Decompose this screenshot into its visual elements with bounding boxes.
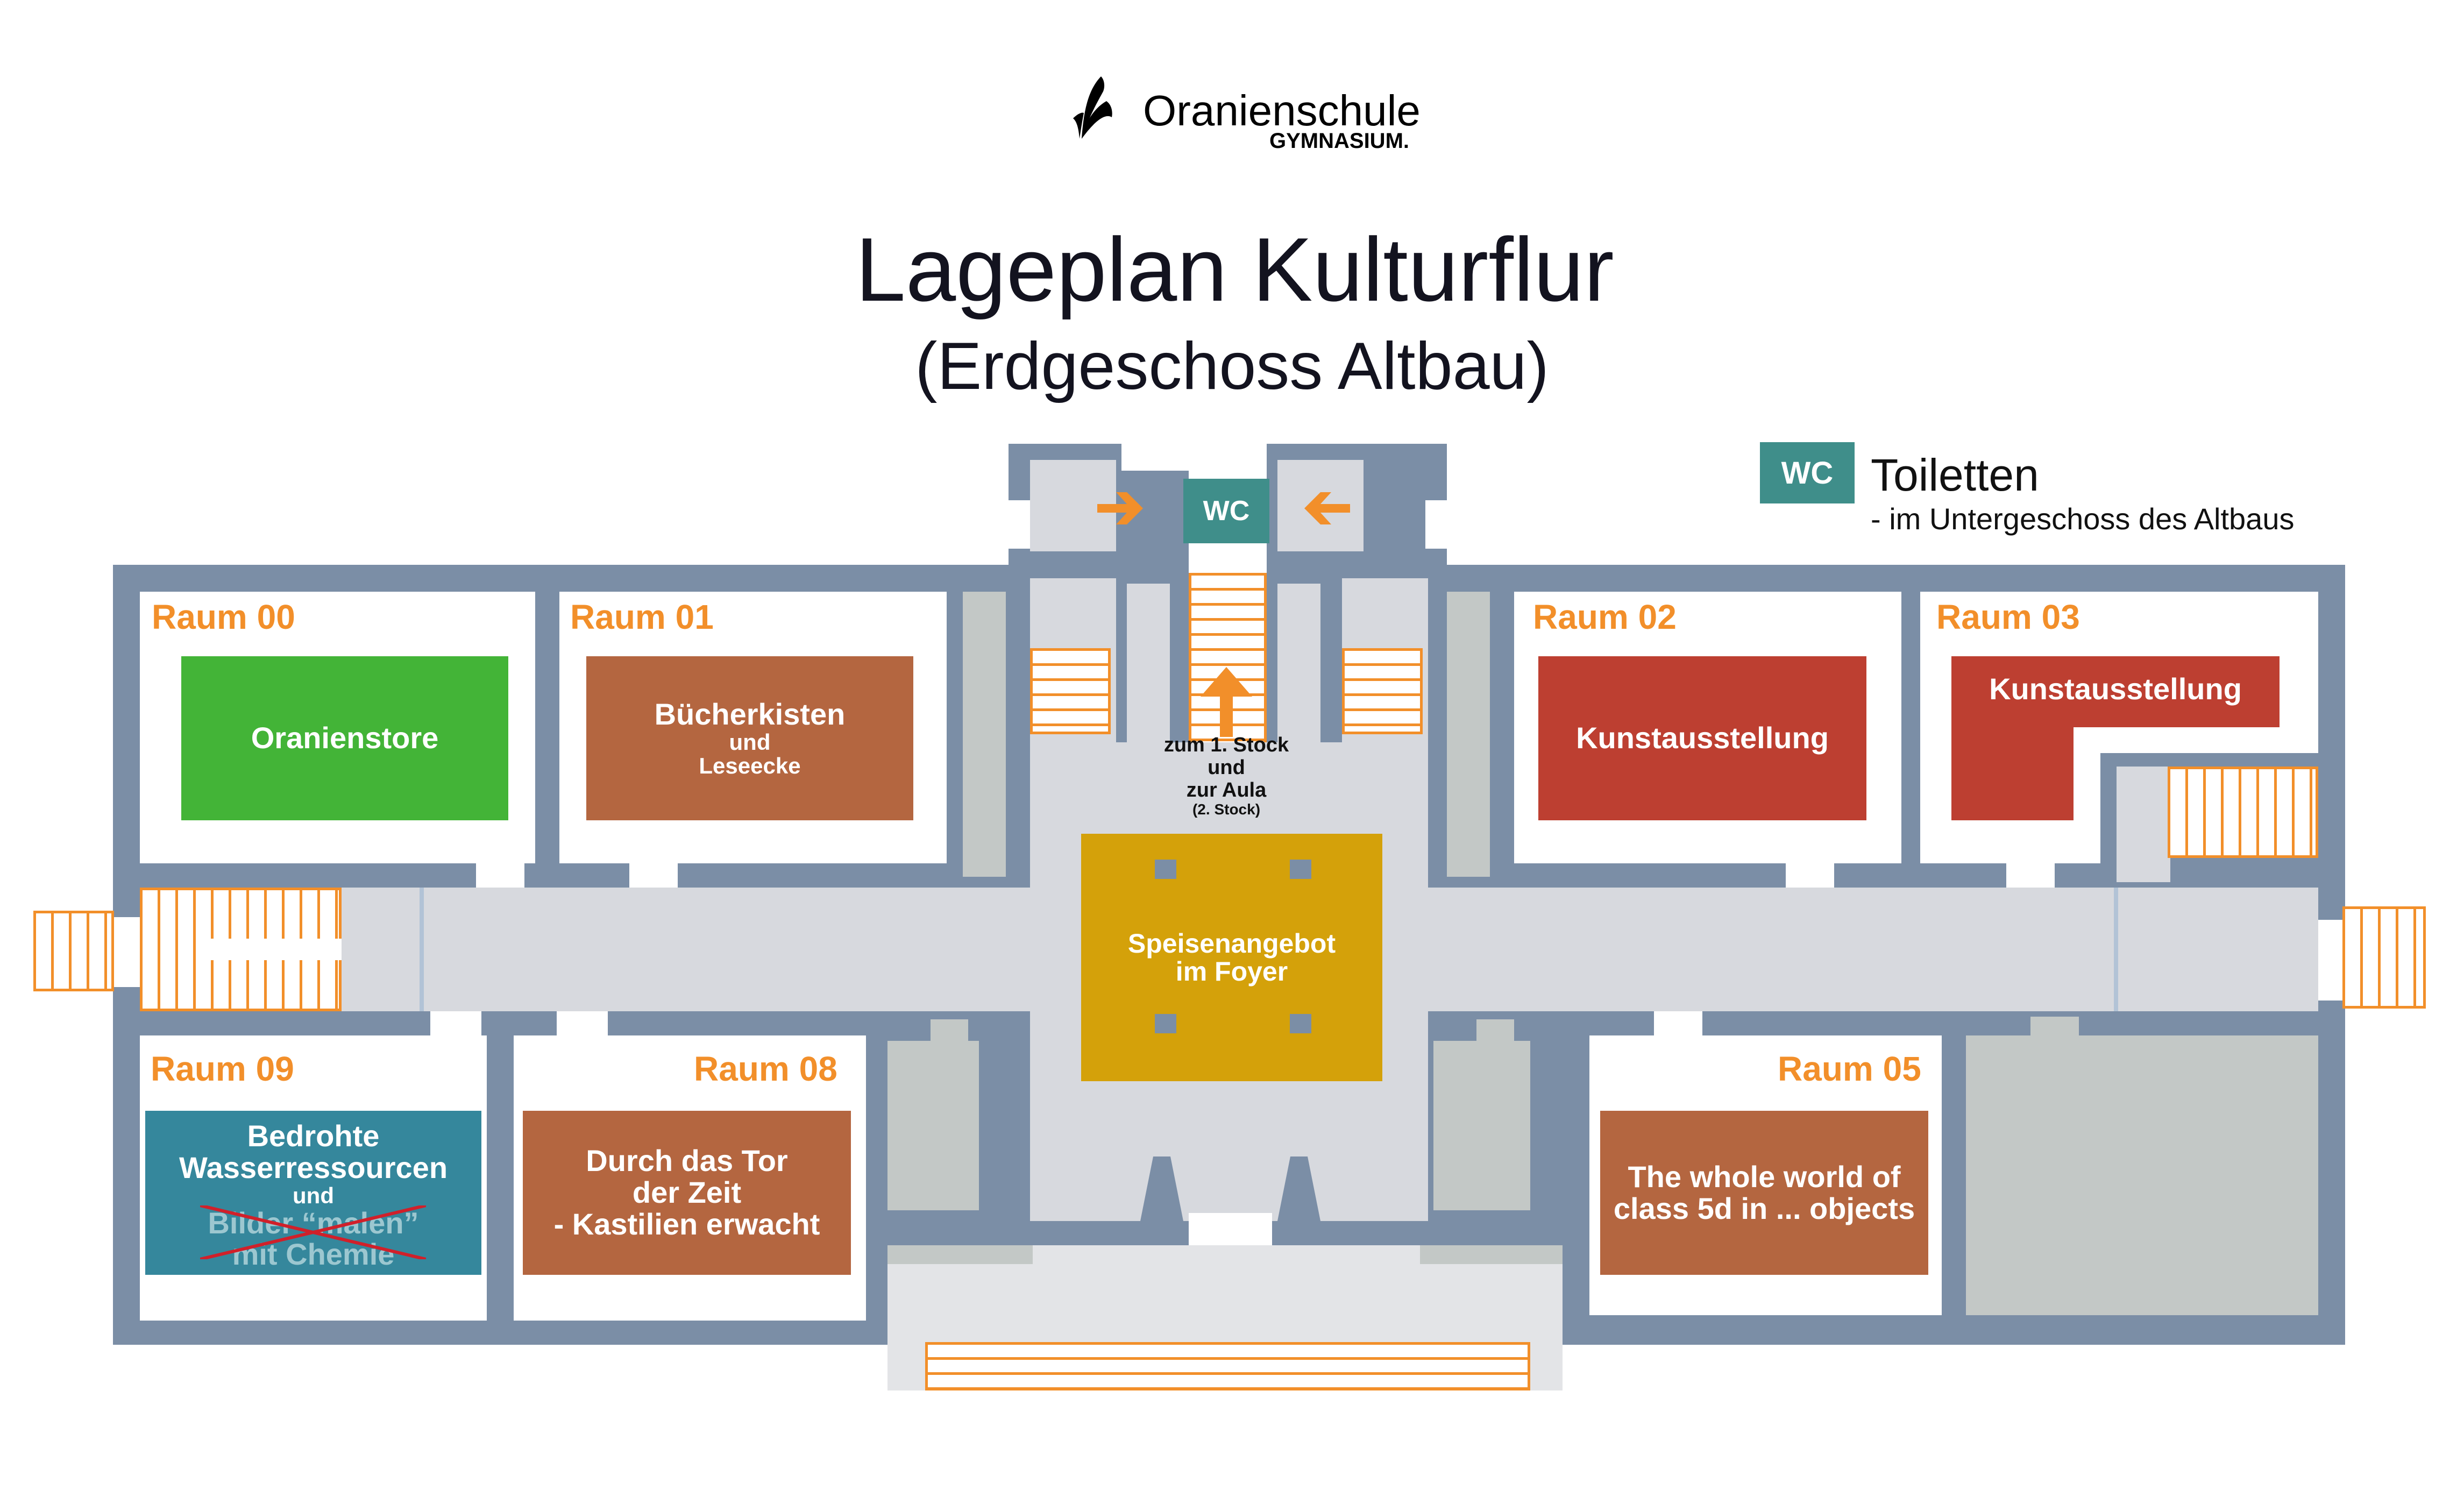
foyer-food-area[interactable]: Speisenangebot im Foyer: [1081, 834, 1382, 1081]
exhibit-title: Kunstausstellung: [1576, 721, 1829, 755]
room-label-08: Raum 08: [694, 1049, 837, 1088]
strikeout-cross-icon: [200, 1205, 427, 1259]
exhibit-connector: und: [729, 729, 771, 755]
shaft-right-bottom: [1433, 1041, 1530, 1210]
column-3: [1155, 1014, 1176, 1033]
room-label-02: Raum 02: [1533, 598, 1677, 636]
room-label-05: Raum 05: [1778, 1049, 1921, 1088]
exhibit-subtitle: Leseecke: [699, 753, 801, 778]
exhibit-title-line1: Durch das Tor: [586, 1144, 788, 1178]
shaft-left-bottom-notch: [931, 1019, 968, 1044]
door-03: [2006, 863, 2055, 888]
stairwell-inner-left: [1127, 584, 1170, 745]
annex-side-gap-right: [1425, 500, 1447, 549]
arrow-up-icon: [1199, 667, 1253, 737]
legend-note: - im Untergeschoss des Altbaus: [1871, 502, 2295, 536]
exhibit-title-line1: Bedrohte: [247, 1119, 380, 1153]
door-02: [1786, 863, 1834, 888]
school-logo: Oranienschule GYMNASIUM.: [1073, 75, 1439, 156]
glass-door-left: [420, 888, 424, 1011]
door-09: [430, 1011, 481, 1035]
door-05: [1654, 1011, 1702, 1035]
column-4: [1290, 1014, 1311, 1033]
logo-name: Oranienschule: [1143, 87, 1421, 134]
exhibit-title-line3: - Kastilien erwacht: [553, 1207, 820, 1241]
stair-caption: zum 1. Stock und zur Aula (2. Stock): [1119, 734, 1334, 818]
legend-label: Toiletten: [1871, 450, 2039, 500]
shaft-right-bottom-notch: [1476, 1019, 1514, 1044]
room-label-01: Raum 01: [570, 598, 714, 636]
exhibit-title: Oranienstore: [251, 721, 439, 755]
stair-caption-line4: (2. Stock): [1192, 801, 1261, 818]
exhibit-buecherkisten[interactable]: Bücherkisten und Leseecke: [586, 656, 913, 820]
stairs-room-03: [2168, 767, 2318, 858]
stairs-west-landing: [199, 939, 342, 960]
door-08: [557, 1011, 608, 1035]
foyer-title-line2: im Foyer: [1175, 956, 1288, 987]
door-01: [629, 863, 678, 888]
arrow-left-icon: [1302, 489, 1350, 527]
room-label-00: Raum 00: [152, 598, 295, 636]
room-label-03: Raum 03: [1936, 598, 2080, 636]
stairs-right-small: [1342, 648, 1423, 734]
stairs-entrance: [925, 1342, 1530, 1390]
foyer-title-line1: Speisenangebot: [1127, 928, 1336, 959]
room-east-bottom-notch: [2030, 1017, 2079, 1041]
room-east-bottom: [1966, 1035, 2318, 1315]
stairs-west-outer: [33, 911, 114, 991]
wc-sign: WC: [1183, 479, 1269, 543]
exhibit-wasserressourcen[interactable]: Bedrohte Wasserressourcen und Bilder “ma…: [145, 1111, 481, 1275]
exhibit-title-line2: Wasserressourcen: [179, 1150, 448, 1184]
door-00: [476, 863, 524, 888]
exhibit-title-line1: The whole world of: [1628, 1159, 1901, 1194]
exhibit-kunstausstellung-02[interactable]: Kunstausstellung: [1538, 656, 1866, 820]
west-entry-gap: [113, 917, 140, 987]
east-entry-gap: [2318, 920, 2345, 1001]
room-label-09: Raum 09: [151, 1049, 294, 1088]
exhibit-connector: und: [293, 1182, 334, 1208]
exhibit-title-line2: class 5d in ... objects: [1613, 1191, 1915, 1225]
stair-caption-line2: und: [1208, 756, 1245, 779]
shaft-left-bottom: [887, 1041, 979, 1210]
exhibit-shape-leg: [1951, 656, 2074, 820]
column-2: [1290, 860, 1311, 879]
column-1: [1155, 860, 1176, 879]
exhibit-title-line2: der Zeit: [632, 1175, 742, 1210]
glass-door-right: [2114, 888, 2118, 1011]
exhibit-tor-der-zeit[interactable]: Durch das Tor der Zeit - Kastilien erwac…: [523, 1111, 851, 1275]
stair-caption-line3: zur Aula: [1186, 778, 1267, 801]
exhibit-title: Kunstausstellung: [1989, 672, 2242, 706]
stairwell-inner-right: [1277, 584, 1320, 745]
legend-wc-badge: WC: [1760, 442, 1855, 503]
logo-subtitle: GYMNASIUM.: [1269, 129, 1409, 153]
entrance-hall-band-left: [887, 1245, 1033, 1264]
annex-side-gap-left: [1009, 500, 1030, 549]
entrance-hall-band-right: [1420, 1245, 1563, 1264]
main-entrance-gap: [1189, 1213, 1272, 1245]
exhibit-whole-world[interactable]: The whole world of class 5d in ... objec…: [1600, 1111, 1928, 1275]
exhibit-title: Bücherkisten: [654, 697, 846, 731]
stairs-east-outer: [2342, 906, 2426, 1009]
room-03-stairwell-floor: [2117, 767, 2170, 882]
exhibit-kunstausstellung-03[interactable]: Kunstausstellung: [1951, 656, 2280, 820]
stair-caption-line1: zum 1. Stock: [1163, 734, 1289, 756]
page-subtitle: (Erdgeschoss Altbau): [915, 329, 1549, 403]
exhibit-oranienstore[interactable]: Oranienstore: [181, 656, 508, 820]
shaft-left-top: [963, 592, 1006, 877]
arrow-right-icon: [1097, 489, 1146, 527]
page-title: Lageplan Kulturflur: [855, 219, 1614, 320]
leaf-logo-icon: [1073, 76, 1112, 139]
cancelled-exhibit: Bilder “malen” mit Chemie: [200, 1205, 427, 1271]
stairs-left-small: [1030, 648, 1111, 734]
shaft-right-top: [1447, 592, 1490, 877]
